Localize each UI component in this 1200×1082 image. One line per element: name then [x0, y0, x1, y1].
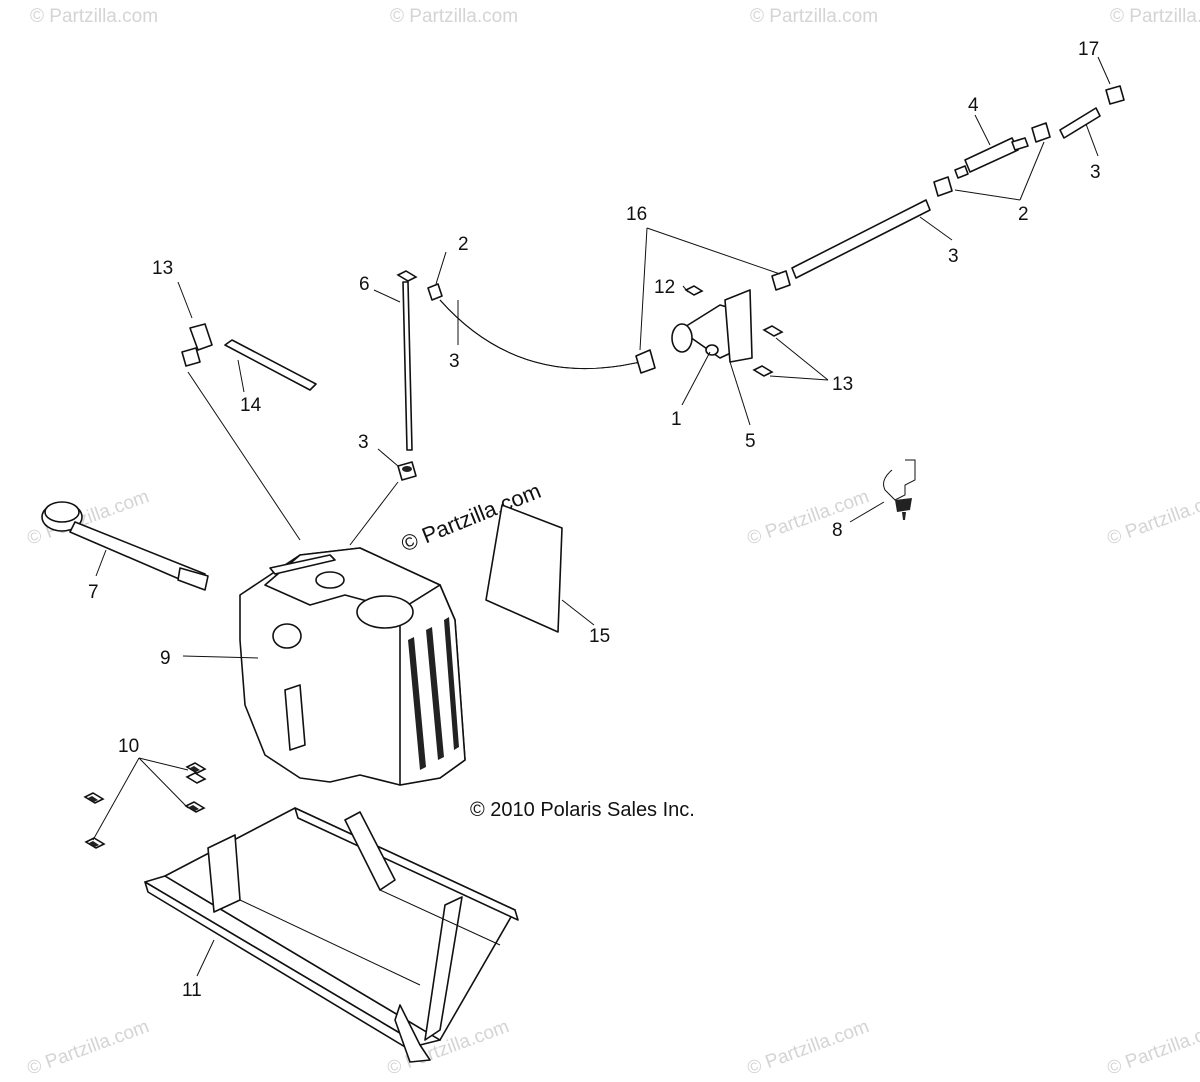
hose-clip: [883, 459, 916, 520]
callout-label: 8: [832, 520, 843, 541]
fuel-hose-end: [1059, 85, 1125, 139]
watermark: © Partzilla.com: [1110, 6, 1200, 27]
callout-label: 16: [626, 204, 647, 225]
callout-label: 3: [1090, 162, 1101, 183]
watermark: © Partzilla.com: [1105, 1016, 1200, 1080]
tank-support-frame: [144, 807, 519, 1063]
vent-hose: [224, 339, 317, 391]
callout-label: 17: [1078, 39, 1099, 60]
callout-label: 7: [88, 582, 99, 603]
callout-label: 12: [654, 277, 675, 298]
leader-lines: [92, 56, 1111, 977]
copyright-notice: © 2010 Polaris Sales Inc.: [470, 799, 695, 821]
callout-label: 15: [589, 626, 610, 647]
elbow-fitting: [181, 323, 213, 367]
watermark: © Partzilla.com: [30, 6, 158, 27]
watermark: © Partzilla.com: [1105, 486, 1200, 550]
callout-label: 13: [152, 258, 173, 279]
callout-label: 10: [118, 736, 139, 757]
callout-label: 14: [240, 395, 262, 416]
fuel-cap-sender: [41, 501, 209, 591]
callout-label: 5: [745, 431, 756, 452]
callout-label: 3: [358, 432, 369, 453]
callout-label: 2: [458, 234, 469, 255]
callouts: 1 2 2 3 3 3 3 4 5 6 7 8 9 10 11 12 13 13…: [88, 39, 1101, 1001]
watermark: © Partzilla.com: [745, 1016, 872, 1080]
fuel-pump: [671, 285, 784, 377]
callout-label: 2: [1018, 204, 1029, 225]
warning-bag: [485, 504, 563, 633]
watermark: © Partzilla.com: [390, 6, 518, 27]
callout-label: 1: [671, 409, 682, 430]
callout-label: 6: [359, 274, 370, 295]
callout-label: 9: [160, 648, 171, 669]
fuel-filter: [954, 122, 1051, 179]
fuel-tank: [239, 547, 466, 786]
watermark: © Partzilla.com: [750, 6, 878, 27]
mounting-bolts: [83, 762, 207, 849]
callout-label: 11: [182, 980, 202, 1001]
callout-label: 13: [832, 374, 853, 395]
callout-label: 3: [948, 246, 959, 267]
callout-label: 3: [449, 351, 460, 372]
fuel-hose-curved: [427, 283, 656, 374]
fuel-hose-straight: [771, 176, 953, 291]
callout-label: 4: [968, 95, 979, 116]
grommet: [397, 461, 417, 481]
watermark: © Partzilla.com: [25, 1016, 152, 1080]
watermark: © Partzilla.com: [745, 486, 872, 550]
vent-tube: [396, 270, 418, 451]
